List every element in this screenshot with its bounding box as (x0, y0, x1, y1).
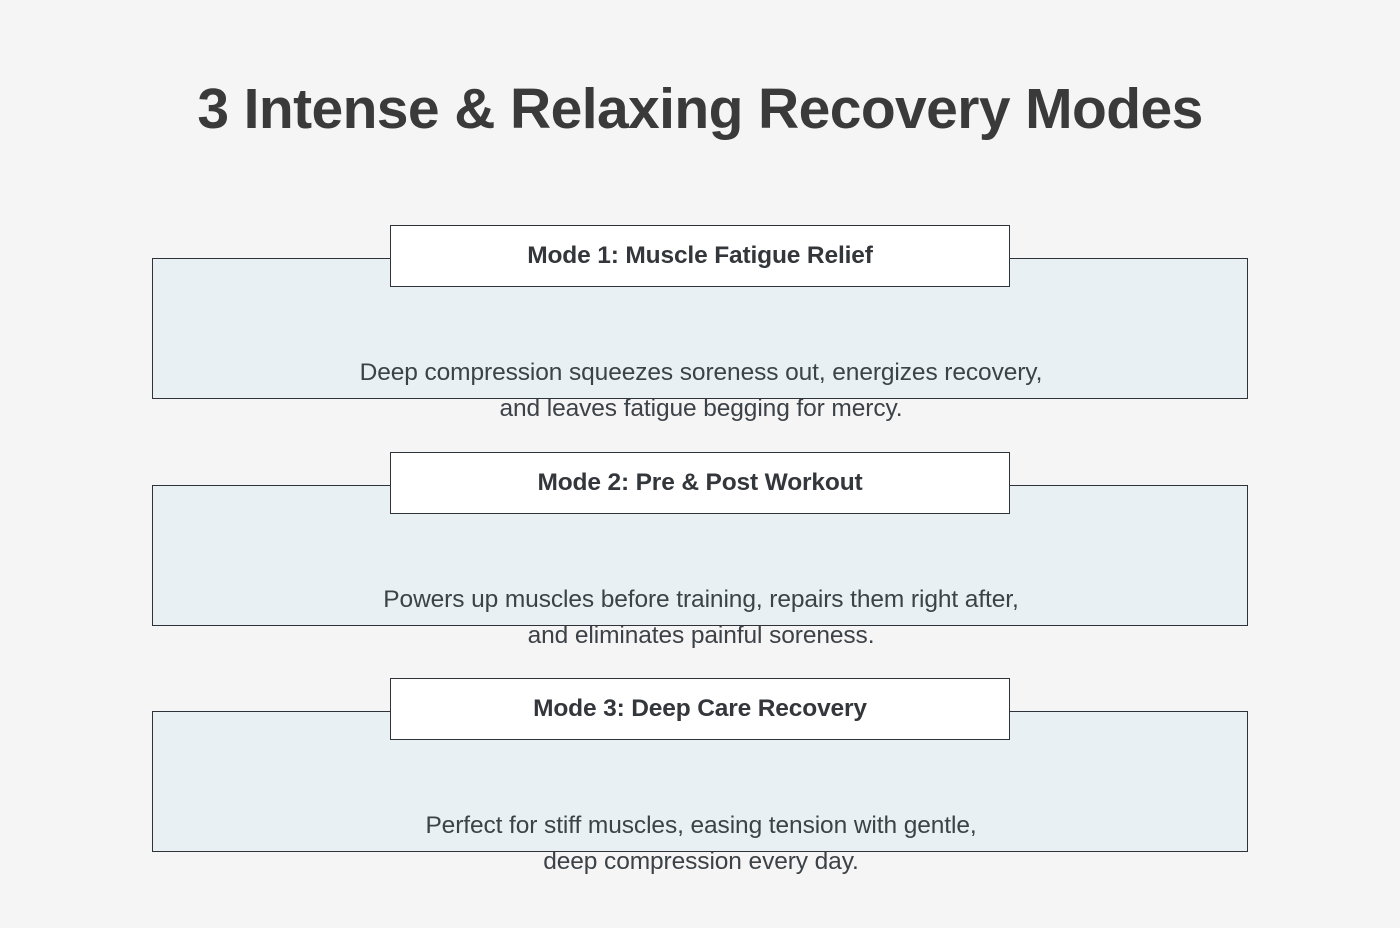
mode-description-3: Perfect for stiff muscles, easing tensio… (153, 808, 1249, 881)
mode-description-line: Perfect for stiff muscles, easing tensio… (425, 812, 977, 839)
mode-description-line: and eliminates painful soreness. (527, 622, 875, 650)
mode-label-box-3: Mode 3: Deep Care Recovery (390, 678, 1010, 740)
mode-label-text: Mode 3: Deep Care Recovery (533, 694, 867, 722)
mode-label-text: Mode 1: Muscle Fatigue Relief (527, 241, 873, 269)
mode-description-1: Deep compression squeezes soreness out, … (153, 355, 1249, 428)
mode-label-text: Mode 2: Pre & Post Workout (537, 468, 863, 496)
page-title: 3 Intense & Relaxing Recovery Modes (197, 77, 1203, 141)
mode-label-box-1: Mode 1: Muscle Fatigue Relief (390, 225, 1010, 287)
mode-description-2: Powers up muscles before training, repai… (153, 582, 1249, 655)
mode-description-line: and leaves fatigue begging for mercy. (499, 395, 903, 423)
mode-description-line: deep compression every day. (543, 848, 859, 876)
mode-description-line: Deep compression squeezes soreness out, … (359, 359, 1043, 386)
mode-description-line: Powers up muscles before training, repai… (383, 586, 1019, 613)
mode-label-box-2: Mode 2: Pre & Post Workout (390, 452, 1010, 514)
